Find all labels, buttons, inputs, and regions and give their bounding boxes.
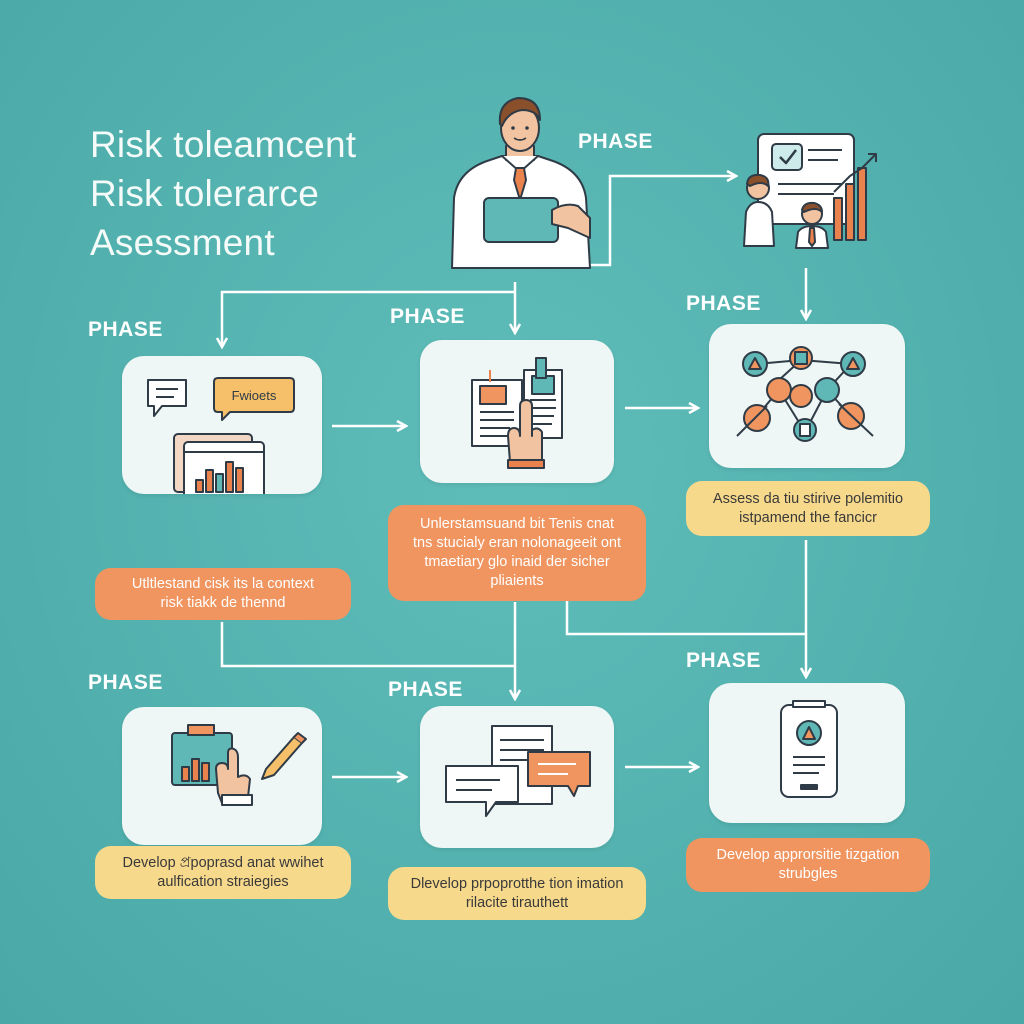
phase-label-1: PHASE — [88, 318, 163, 341]
phase-label-5: PHASE — [388, 678, 463, 701]
chat-documents-icon — [445, 725, 591, 817]
presenter-person-icon — [451, 97, 591, 269]
phase-5-note-line-1: Dlevelop prpoprotthe tion imation — [410, 875, 624, 892]
title-line-1: Risk toleamcent — [90, 124, 357, 165]
diagram-title: Risk toleamcent Risk tolerarce Asessment — [90, 120, 356, 267]
phase-3-note: Assess da tiu stirive polemitio istpamen… — [686, 481, 930, 536]
phase-5-card — [420, 706, 614, 848]
phase-6-note-line-2: strubgles — [778, 866, 838, 882]
document-hand-icon — [471, 357, 563, 469]
phase-4-note-line-1: Develop প্রpoprasd anat wwihet — [122, 854, 324, 871]
phase-label-3: PHASE — [686, 292, 761, 315]
phase-1-card: Fwioets — [122, 356, 322, 494]
phase-2-note-line-1: Unlerstamsuand bit Tenis cnat — [420, 516, 614, 532]
phase-4-note-line-2: aulfication straiegies — [157, 873, 289, 890]
phase-2-card — [420, 340, 614, 483]
phase-1-note-line-2: risk tiakk de thennd — [160, 595, 286, 611]
phase-4-card — [122, 707, 322, 845]
phase-1-note: Utltlestand cisk its la context risk tia… — [95, 568, 351, 620]
connector-top-left — [222, 290, 515, 346]
phase-1-note-line-1: Utltlestand cisk its la context — [131, 576, 315, 592]
phase-5-note: Dlevelop prpoprotthe tion imation rilaci… — [388, 867, 646, 920]
chart-hand-pen-icon — [171, 724, 307, 806]
phase-3-card — [709, 324, 905, 468]
phase-3-note-line-2: istpamend the fancicr — [739, 509, 877, 526]
connector-n1-loop — [220, 622, 515, 668]
chat-chart-icon: Fwioets — [147, 377, 295, 494]
phase-3-note-line-1: Assess da tiu stirive polemitio — [712, 490, 904, 507]
phase-2-note-line-4: pliaients — [490, 573, 544, 589]
phase-label-6: PHASE — [686, 649, 761, 672]
mobile-alert-icon — [780, 700, 838, 798]
phase-6-note: Develop approrsitie tizgation strubgles — [686, 838, 930, 892]
phase-2-note-line-3: tmaetiary glo inaid der sicher — [424, 554, 610, 570]
title-line-3: Asessment — [90, 222, 275, 263]
phase-2-note-line-2: tns stucialy eran nolonageeit ont — [413, 535, 621, 551]
phase-label-top: PHASE — [578, 130, 653, 153]
phase-5-note-line-2: rilacite tirauthett — [465, 894, 569, 911]
phase-6-note-line-1: Develop approrsitie tizgation — [716, 847, 900, 863]
connector-n2-right — [565, 600, 806, 636]
title-line-2: Risk tolerarce — [90, 173, 319, 214]
phase-4-note: Develop প্রpoprasd anat wwihet aulficati… — [95, 846, 351, 899]
chat-bubble-text: Fwioets — [232, 388, 277, 403]
report-chart-icon — [743, 133, 877, 249]
phase-6-card — [709, 683, 905, 823]
risk-network-icon — [736, 346, 874, 442]
phase-2-note: Unlerstamsuand bit Tenis cnat tns stucia… — [388, 505, 646, 601]
phase-label-2: PHASE — [390, 305, 465, 328]
phase-label-4: PHASE — [88, 671, 163, 694]
